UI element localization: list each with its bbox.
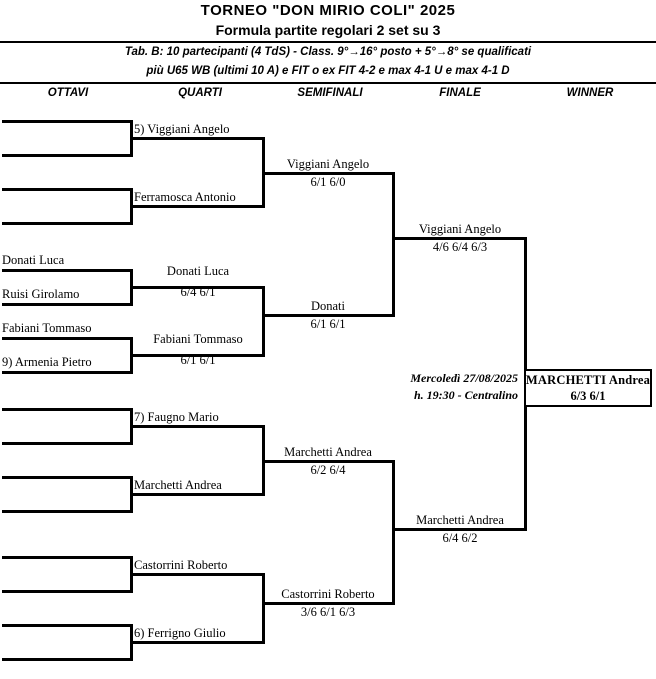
winner-name: MARCHETTI Andrea [525,372,651,387]
semifinali-connector-2 [392,460,395,605]
column-header-semifinali: SEMIFINALI [297,87,363,99]
ottavi-slot-16-line [2,658,133,661]
ottavi-slot-13-line [2,556,133,559]
header-divider-top [0,41,656,43]
quarti-player-4[interactable]: Fabiani Tommaso [153,332,243,346]
tournament-format: Formula partite regolari 2 set su 3 [215,22,441,38]
tournament-subtitle-line-2: più U65 WB (ultimi 10 A) e FIT o ex FIT … [146,65,510,77]
quarti-slot-6-line [130,493,265,496]
semifinali-connector-1 [392,172,395,317]
ottavi-slot-7-line [2,337,133,340]
quarti-connector-2 [262,286,265,357]
quarti-player-2[interactable]: Ferramosca Antonio [134,190,236,204]
tournament-subtitle-line-1: Tab. B: 10 partecipanti (4 TdS) - Class.… [124,46,532,58]
finale-score-2: 6/4 6/2 [442,531,478,545]
finale-player-2[interactable]: Marchetti Andrea [416,513,504,527]
ottavi-slot-10-line [2,442,133,445]
quarti-slot-3-line [130,286,265,289]
quarti-player-8[interactable]: 6) Ferrigno Giulio [134,626,226,640]
winner-score: 6/3 6/1 [570,388,606,403]
semifinali-slot-1-line [262,172,395,175]
quarti-slot-5-line [130,425,265,428]
ottavi-slot-4-line [2,222,133,225]
semifinali-player-1[interactable]: Viggiani Angelo [286,157,370,171]
semifinali-player-2[interactable]: Donati [310,299,346,313]
ottavi-slot-5-line [2,269,133,272]
column-header-finale: FINALE [439,87,481,99]
quarti-score-3: 6/4 6/1 [180,285,216,299]
column-header-quarti: QUARTI [178,87,222,99]
quarti-slot-8-line [130,641,265,644]
quarti-player-1[interactable]: 5) Viggiani Angelo [134,122,230,136]
semifinali-slot-3-line [262,460,395,463]
quarti-player-7[interactable]: Castorrini Roberto [134,558,228,572]
ottavi-player-5[interactable]: Donati Luca [2,253,65,267]
semifinali-score-1: 6/1 6/0 [310,175,346,189]
final-match-time-venue: h. 19:30 - Centralino [413,388,518,402]
ottavi-slot-15-line [2,624,133,627]
tournament-title: TORNEO "DON MIRIO COLI" 2025 [200,2,456,19]
ottavi-player-8[interactable]: 9) Armenia Pietro [2,355,92,369]
finale-slot-2-line [392,528,527,531]
ottavi-slot-11-line [2,476,133,479]
column-header-ottavi: OTTAVI [47,87,89,99]
quarti-connector-4 [262,573,265,644]
ottavi-slot-1-line [2,120,133,123]
semifinali-player-3[interactable]: Marchetti Andrea [284,445,372,459]
finale-player-1[interactable]: Viggiani Angelo [418,222,502,236]
finale-score-1: 4/6 6/4 6/3 [432,240,488,254]
column-header-winner: WINNER [566,87,614,99]
semifinali-score-4: 3/6 6/1 6/3 [300,605,356,619]
ottavi-slot-14-line [2,590,133,593]
quarti-player-5[interactable]: 7) Faugno Mario [134,410,219,424]
ottavi-slot-6-line [2,303,133,306]
header-divider-bottom [0,82,656,84]
ottavi-slot-12-line [2,510,133,513]
ottavi-slot-2-line [2,154,133,157]
ottavi-slot-3-line [2,188,133,191]
semifinali-slot-4-line [262,602,395,605]
semifinali-player-4[interactable]: Castorrini Roberto [281,587,375,601]
ottavi-slot-9-line [2,408,133,411]
quarti-slot-1-line [130,137,265,140]
semifinali-score-2: 6/1 6/1 [310,317,346,331]
ottavi-slot-8-line [2,371,133,374]
quarti-slot-4-line [130,354,265,357]
ottavi-player-7[interactable]: Fabiani Tommaso [2,321,92,335]
ottavi-player-6[interactable]: Ruisi Girolamo [2,287,80,301]
quarti-slot-2-line [130,205,265,208]
semifinali-slot-2-line [262,314,395,317]
finale-slot-1-line [392,237,527,240]
quarti-score-4: 6/1 6/1 [180,353,216,367]
quarti-player-6[interactable]: Marchetti Andrea [134,478,222,492]
winner-box[interactable]: MARCHETTI Andrea 6/3 6/1 [524,369,652,407]
quarti-slot-7-line [130,573,265,576]
final-match-date: Mercoledì 27/08/2025 [410,371,518,385]
quarti-player-3[interactable]: Donati Luca [166,264,230,278]
semifinali-score-3: 6/2 6/4 [310,463,346,477]
